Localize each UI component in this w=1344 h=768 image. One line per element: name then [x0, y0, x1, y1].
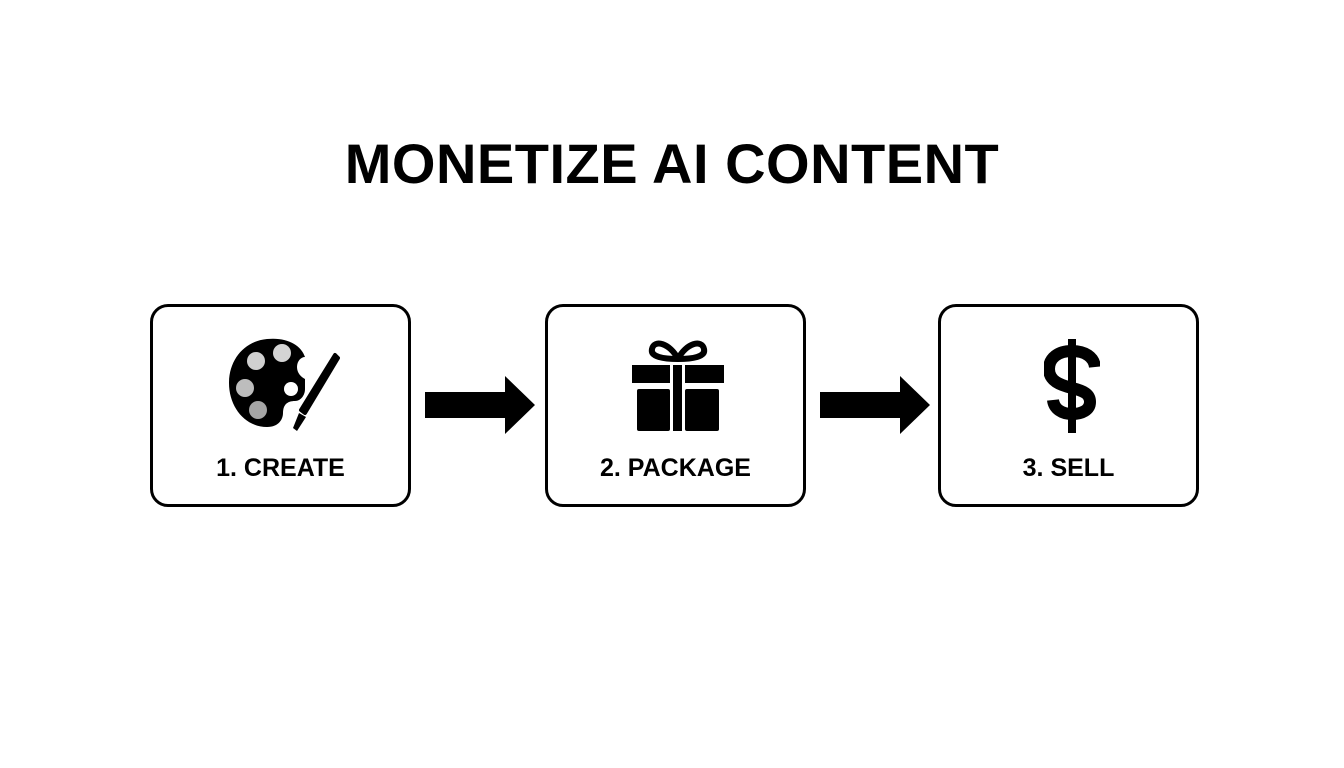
step-label: 3. SELL — [1022, 454, 1115, 482]
step-card-sell: 3. SELL — [938, 304, 1199, 507]
step-label: 1. CREATE — [216, 454, 345, 482]
arrow-right-icon — [820, 376, 930, 434]
step-card-create: 1. CREATE — [150, 304, 411, 507]
page-title: MONETIZE AI CONTENT — [344, 132, 1000, 195]
step-card-package: 2. PACKAGE — [545, 304, 806, 507]
dollar-icon — [941, 307, 1196, 437]
step-label: 2. PACKAGE — [600, 454, 751, 482]
palette-icon — [153, 307, 408, 437]
arrow-right-icon — [425, 376, 535, 434]
gift-icon — [548, 307, 803, 437]
